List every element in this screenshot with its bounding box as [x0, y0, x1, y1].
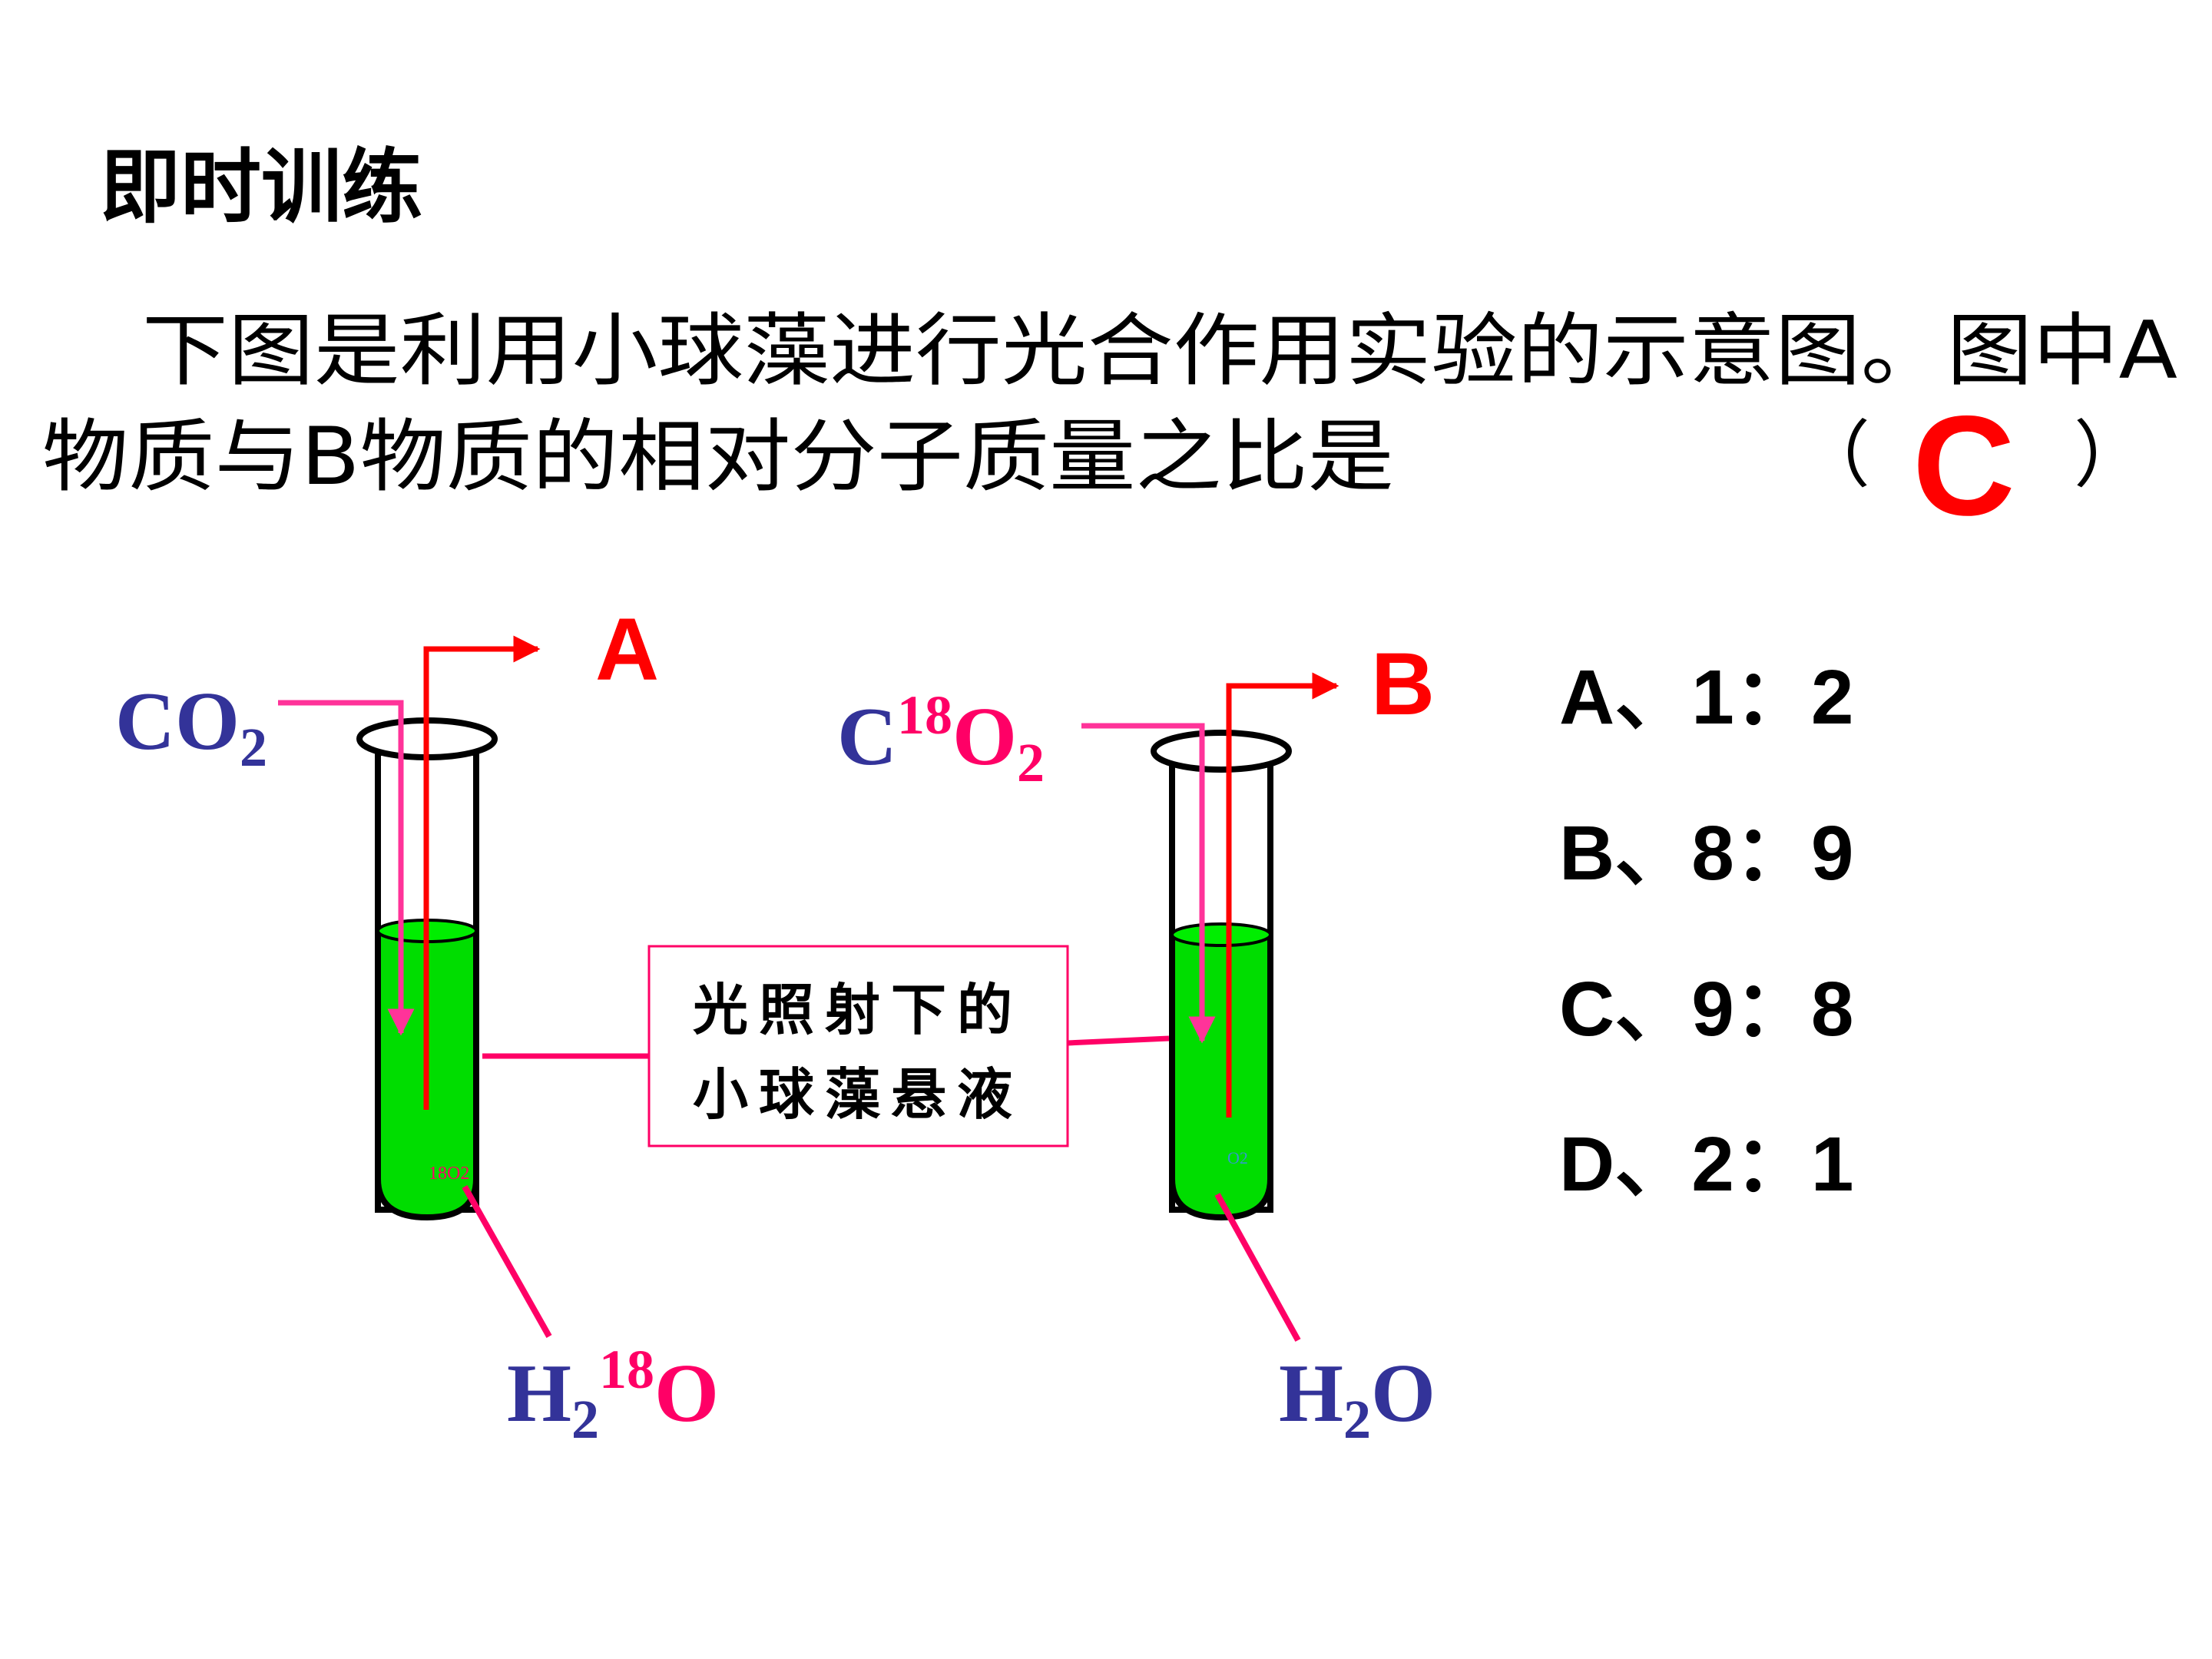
option-b: B、8：9: [1559, 810, 1853, 896]
right-gas-input-arrow: [1081, 723, 1216, 1044]
center-label-box: [647, 945, 1069, 1147]
right-tube-mark: O2: [1227, 1148, 1248, 1167]
right-water-pointer: [1214, 1193, 1301, 1342]
center-label-line-2: 小球藻悬液: [693, 1062, 1023, 1127]
question-line-1: 下图是利用小球藻进行光合作用实验的示意图。图中A: [142, 305, 2177, 397]
left-gas-output-arrow: [423, 635, 541, 1110]
question-line-2: 物质与B物质的相对分子质量之比是: [42, 411, 1394, 503]
answer-letter: C: [1912, 387, 2015, 545]
right-water-formula: H2O: [1279, 1348, 1435, 1450]
left-gas-input-arrow: [278, 700, 415, 1036]
answer-bracket-close: ）: [2074, 413, 2147, 498]
answer-bracket-open: （: [1797, 413, 1870, 498]
product-label-b: B: [1371, 635, 1435, 733]
left-gas-formula: CO2: [115, 676, 267, 778]
right-gas-formula: C18O2: [837, 684, 1045, 793]
left-tube-mark: 18O2: [429, 1164, 469, 1184]
right-gas-output-arrow: [1226, 672, 1339, 1118]
center-label-line-1: 光照射下的: [693, 978, 1023, 1042]
option-a: A、1：2: [1559, 654, 1853, 740]
slide-heading: 即时训练: [100, 141, 422, 234]
answer-options: A、1：2 B、8：9 C、9：8 D、2：1: [1559, 654, 1853, 1207]
center-label-pointer-right: [1067, 1035, 1170, 1046]
right-test-tube: [1151, 730, 1292, 1221]
left-water-formula: H218O: [507, 1339, 719, 1450]
left-water-pointer: [462, 1185, 552, 1338]
product-label-a: A: [595, 601, 659, 699]
option-c: C、9：8: [1559, 966, 1853, 1052]
option-d: D、2：1: [1559, 1121, 1853, 1207]
